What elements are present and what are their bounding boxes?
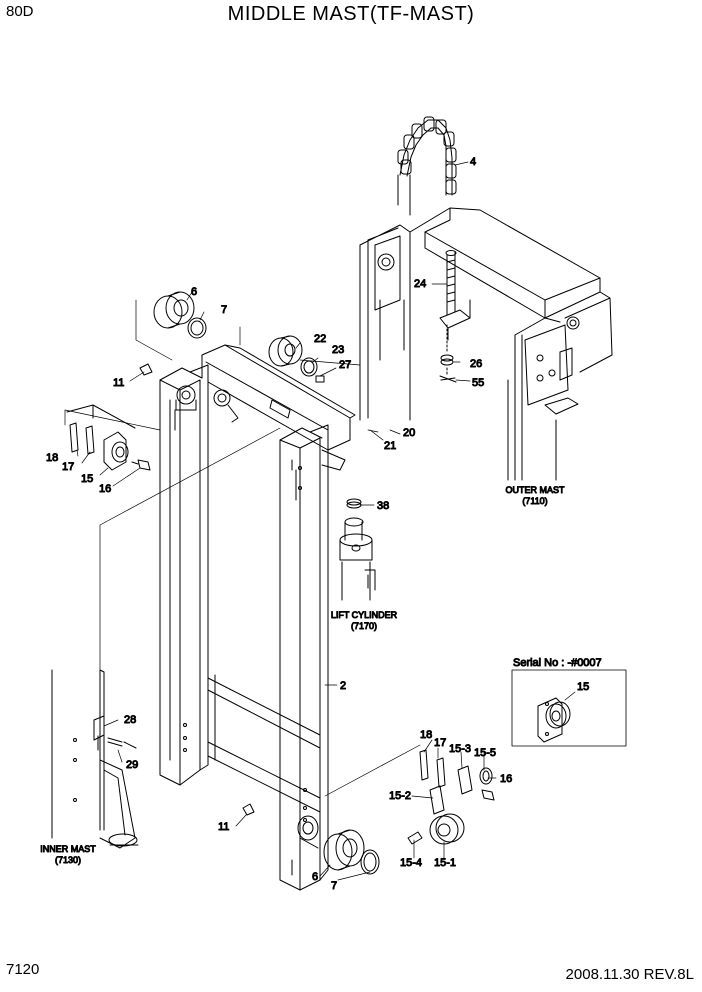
lift-cylinder-name: LIFT CYLINDER: [331, 610, 398, 620]
page-title: MIDDLE MAST(TF-MAST): [227, 3, 475, 25]
roller-upper-drawing: [139, 291, 325, 383]
callout-15-3: 15-3: [449, 743, 471, 755]
lift-cylinder-drawing: [339, 498, 376, 601]
callout-7-top: 7: [221, 304, 227, 316]
inner-mast-name: INNER MAST: [40, 844, 96, 854]
model-code: 80D: [6, 3, 34, 20]
lift-cylinder-code: (7170): [351, 621, 377, 631]
callout-22: 22: [314, 333, 326, 345]
callout-26: 26: [470, 358, 482, 370]
callout-17-left: 17: [62, 461, 74, 473]
callout-6-bottom: 6: [312, 871, 318, 883]
callout-16-right: 16: [500, 773, 512, 785]
inner-mast-code: (7130): [55, 855, 81, 865]
callout-2: 2: [340, 680, 346, 692]
lift-chain-drawing: [397, 116, 457, 216]
callout-15-serial: 15: [577, 681, 589, 693]
callout-11-top: 11: [113, 377, 124, 389]
callout-24: 24: [414, 278, 426, 290]
callout-18-left: 18: [46, 452, 58, 464]
callout-28: 28: [124, 714, 136, 726]
outer-mast-name: OUTER MAST: [505, 485, 565, 495]
callout-18-right: 18: [420, 729, 432, 741]
callout-17-right: 17: [434, 737, 446, 749]
callout-27: 27: [339, 359, 351, 371]
outer-mast-code: (7110): [522, 496, 547, 506]
date-revision: 2008.11.30 REV.8L: [565, 966, 694, 983]
callout-11-bottom: 11: [218, 821, 229, 833]
outer-mast-drawing: [359, 207, 613, 481]
callout-29: 29: [126, 759, 138, 771]
callout-38: 38: [377, 500, 389, 512]
roller-lower-drawing: [242, 803, 380, 875]
callout-15-2: 15-2: [389, 790, 411, 802]
callout-6-top: 6: [191, 286, 197, 298]
side-roller-left-drawing: [66, 404, 151, 471]
callout-15-4: 15-4: [400, 857, 422, 869]
serial-number-inset: Serial No : -#0007: [511, 657, 627, 747]
callout-15-left: 15: [81, 473, 93, 485]
callout-16-left: 16: [99, 483, 111, 495]
serial-number-label: Serial No : -#0007: [513, 657, 602, 669]
callout-21: 21: [384, 440, 396, 452]
callout-20: 20: [403, 427, 415, 439]
callout-23: 23: [332, 344, 344, 356]
callout-15-5: 15-5: [474, 747, 496, 759]
side-roller-right-drawing: [407, 749, 495, 845]
leader-lines: [64, 161, 576, 881]
page-code: 7120: [6, 961, 40, 978]
callout-4: 4: [470, 156, 476, 168]
callout-15-1: 15-1: [434, 857, 456, 869]
callout-7-bottom: 7: [331, 880, 337, 892]
middle-mast-drawing: [159, 344, 356, 891]
callout-55: 55: [472, 377, 484, 389]
